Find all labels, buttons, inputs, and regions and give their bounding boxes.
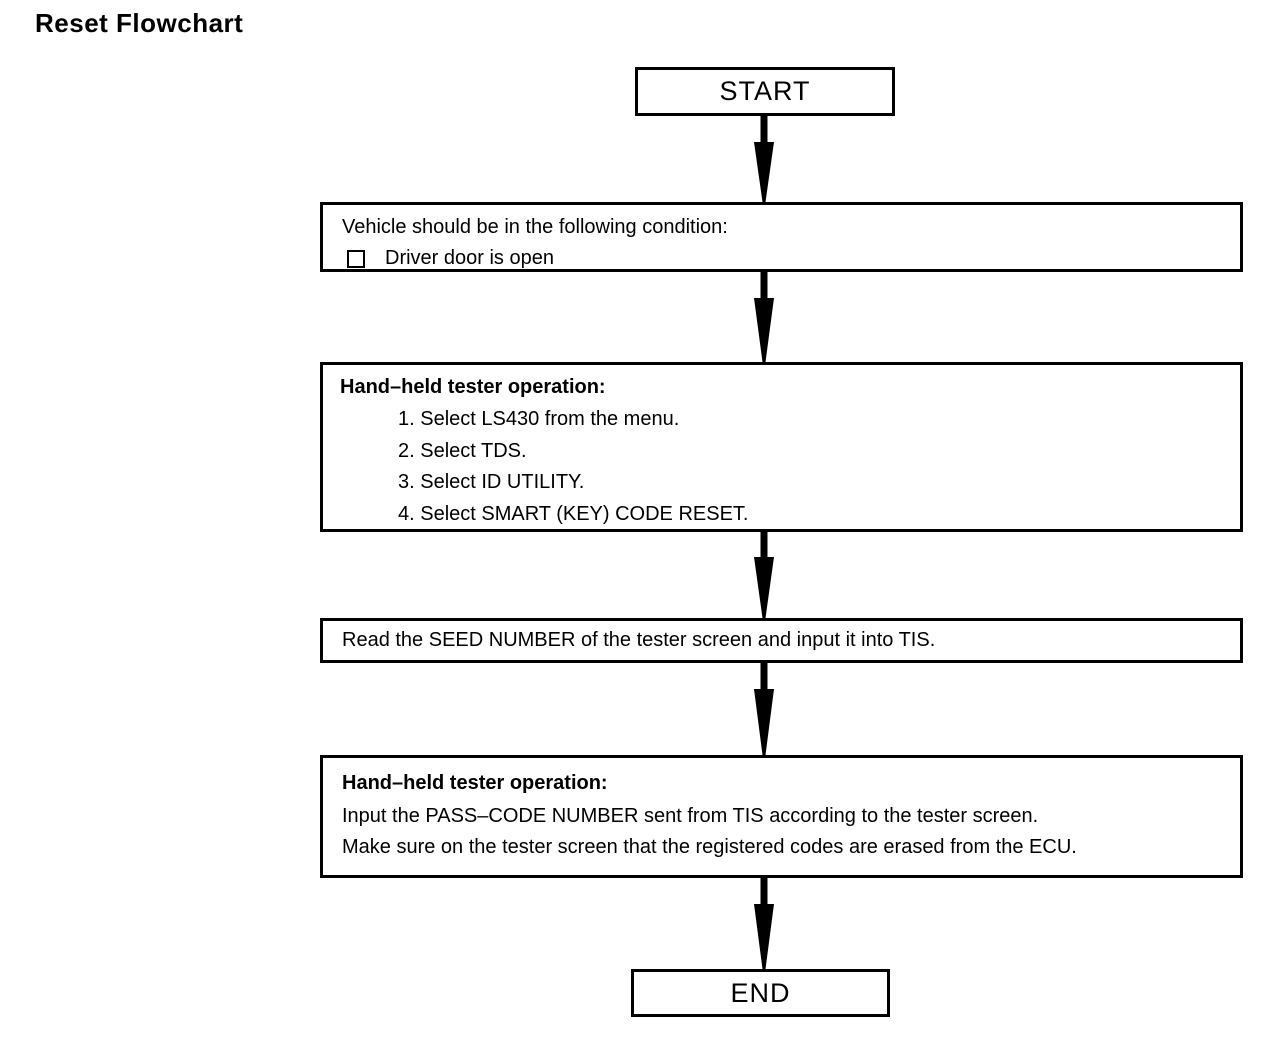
seed-number-text: Read the SEED NUMBER of the tester scree… — [342, 629, 936, 651]
end-node-label: END — [730, 977, 791, 1008]
tester-step-1: 1. Select LS430 from the menu. — [398, 408, 680, 430]
checkbox-icon — [347, 249, 365, 268]
start-node: START — [635, 67, 895, 116]
tester-operation-box-1: Hand–held tester operation: 1. Select LS… — [320, 362, 1243, 532]
arrow-tester2-to-end — [754, 878, 774, 969]
arrow-condition-to-tester1 — [754, 272, 774, 362]
page-title: Reset Flowchart — [35, 8, 244, 38]
tester-operation-2-heading: Hand–held tester operation: — [342, 772, 608, 794]
seed-number-box: Read the SEED NUMBER of the tester scree… — [320, 618, 1243, 663]
tester-operation-1-heading: Hand–held tester operation: — [340, 376, 606, 398]
start-node-label: START — [719, 76, 811, 106]
passcode-instruction-line: Input the PASS–CODE NUMBER sent from TIS… — [342, 805, 1039, 827]
condition-checklist-label: Driver door is open — [385, 247, 554, 269]
tester-step-4: 4. Select SMART (KEY) CODE RESET. — [398, 502, 749, 525]
tester-operation-box-2: Hand–held tester operation: Input the PA… — [320, 755, 1243, 878]
erase-confirmation-line: Make sure on the tester screen that the … — [342, 836, 1077, 858]
arrow-start-to-condition — [754, 116, 774, 202]
arrow-seed-to-tester2 — [754, 663, 774, 755]
end-node: END — [631, 969, 890, 1017]
condition-box-heading: Vehicle should be in the following condi… — [342, 216, 728, 238]
condition-box: Vehicle should be in the following condi… — [320, 202, 1243, 272]
condition-checklist-item: Driver door is open — [342, 243, 1232, 274]
arrow-tester1-to-seed — [754, 531, 774, 618]
tester-step-2: 2. Select TDS. — [398, 439, 527, 462]
tester-step-3: 3. Select ID UTILITY. — [398, 471, 585, 493]
